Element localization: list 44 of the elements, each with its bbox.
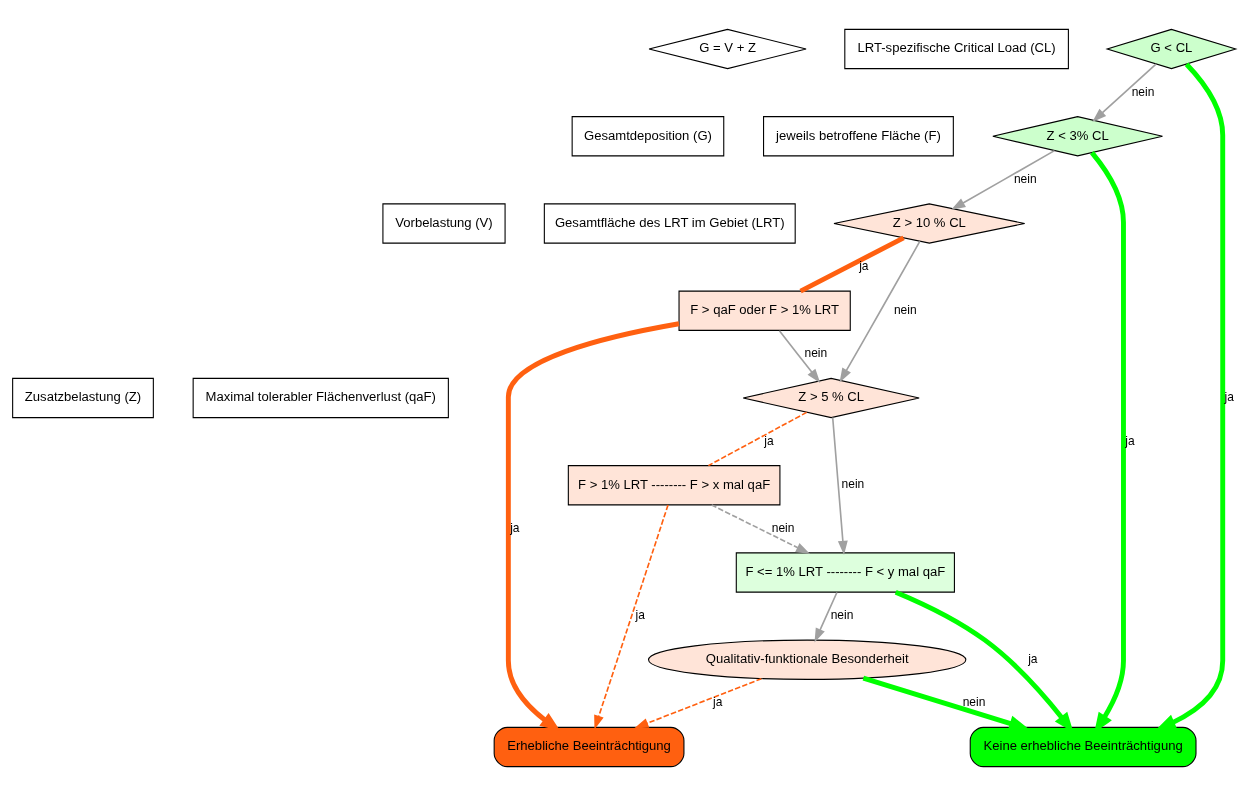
node-diamond: G < CL <box>1105 28 1238 70</box>
arrow <box>831 416 848 556</box>
arrow <box>710 504 811 554</box>
arrow <box>951 149 1056 210</box>
node-box: Gesamtfläche des LRT im Gebiet (LRT) <box>543 203 796 244</box>
edge-label: nein <box>771 520 795 535</box>
arrow <box>814 591 838 643</box>
node-box: Keine erhebliche Beeinträchtigung <box>969 726 1197 768</box>
node-box: Maximal tolerabler Flächenverlust (qaF) <box>192 377 449 419</box>
connector <box>799 235 905 294</box>
node-box: F > 1% LRT -------- F > x mal qaF <box>567 465 781 506</box>
node-box: F <= 1% LRT -------- F < y mal qaF <box>735 552 955 593</box>
edge-label: ja <box>859 259 869 274</box>
edge-label: nein <box>962 695 986 710</box>
arrow <box>634 677 763 729</box>
node-box: Vorbelastung (V) <box>382 203 506 244</box>
node-box: Gesamtdeposition (G) <box>571 116 725 157</box>
node-ellipse: Qualitativ-funktionale Besonderheit <box>648 639 967 680</box>
node-diamond: Z > 5 % CL <box>742 377 920 419</box>
edge-label: nein <box>1131 84 1155 99</box>
node-box: Erhebliche Beeinträchtigung <box>493 726 685 768</box>
arrow <box>1155 62 1226 730</box>
node-diamond: Z > 10 % CL <box>833 203 1026 244</box>
node-box: Zusatzbelastung (Z) <box>12 377 154 419</box>
node-box: F > qaF oder F > 1% LRT <box>678 290 851 331</box>
edge-label: nein <box>1013 171 1037 186</box>
edge-label: nein <box>830 608 854 623</box>
edge-label: nein <box>804 346 828 361</box>
node-diamond: Z < 3% CL <box>992 116 1164 157</box>
node-diamond: G = V + Z <box>648 28 807 70</box>
connector <box>707 411 808 467</box>
arrow <box>862 675 1030 731</box>
edge-label: ja <box>1028 651 1038 666</box>
arrow <box>1092 63 1157 122</box>
arrow <box>594 504 669 730</box>
arrow <box>839 240 921 383</box>
node-box: LRT-spezifische Critical Load (CL) <box>844 28 1069 70</box>
edge-label: ja <box>764 433 774 448</box>
arrow <box>778 329 821 383</box>
node-box: jeweils betroffene Fläche (F) <box>763 116 954 157</box>
edge-label: nein <box>841 477 865 492</box>
edge-label: ja <box>713 695 723 710</box>
edge-label: ja <box>635 608 645 623</box>
edge-label: nein <box>893 302 917 317</box>
